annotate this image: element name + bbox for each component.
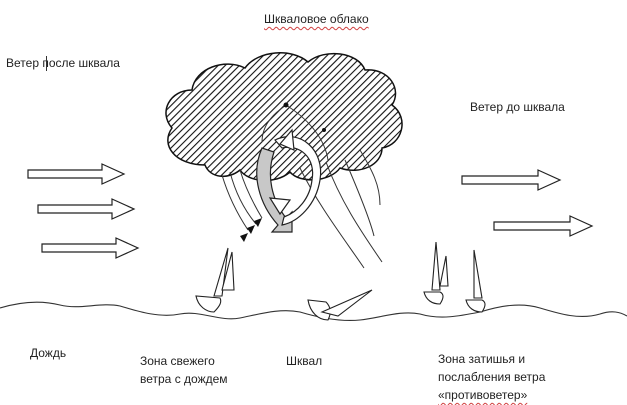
sailboat-icon: [308, 290, 372, 320]
sailboat-icon: [466, 250, 485, 312]
wind-before-label: Ветер до шквала: [470, 98, 565, 117]
wind-arrows-right: [462, 170, 592, 236]
wind-after-label: Ветер после шквала: [6, 54, 120, 73]
calm-zone-label-3: «противоветер»: [438, 386, 527, 405]
sailboat-icon: [424, 242, 448, 304]
calm-zone-label-2: послабления ветра: [438, 368, 545, 387]
wind-arrows-left: [28, 164, 138, 258]
fresh-zone-label-2: ветра с дождем: [140, 370, 228, 389]
calm-zone-label-1: Зона затишья и: [438, 350, 525, 369]
text-cursor: [46, 56, 47, 71]
squall-label: Шквал: [286, 352, 322, 371]
sailboat-icon: [196, 248, 234, 312]
rain-label: Дождь: [30, 344, 66, 363]
wind-arrow-icon: [42, 238, 138, 258]
wind-arrow-icon: [28, 164, 124, 184]
wind-arrow-icon: [494, 216, 592, 236]
fresh-zone-label-1: Зона свежего: [140, 352, 215, 371]
wind-arrow-icon: [38, 199, 134, 219]
wind-arrow-icon: [462, 170, 560, 190]
cloud-title: Шквал​овое облако: [264, 10, 369, 29]
